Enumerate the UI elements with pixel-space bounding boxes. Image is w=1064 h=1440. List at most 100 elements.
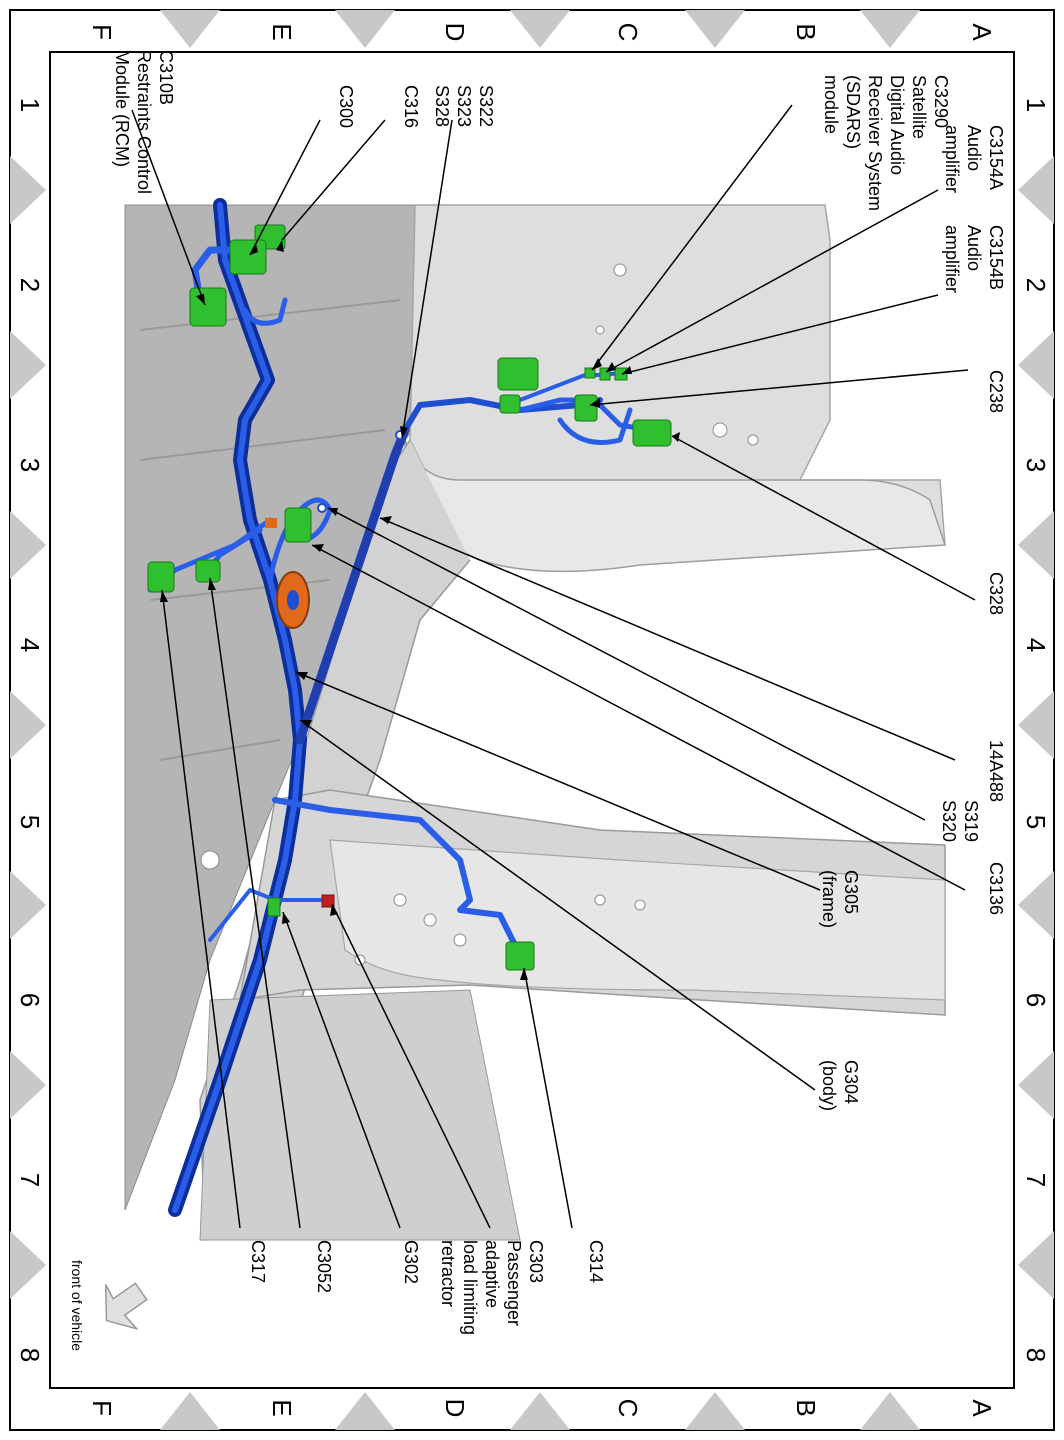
callout-c310b: C310BRestraints ControlModule (RCM): [112, 50, 176, 194]
callout-line: amplifier: [942, 125, 962, 193]
callout-c3154a: C3154AAudioamplifier: [942, 125, 1006, 193]
border-triangle: [860, 1392, 920, 1430]
border-triangle: [1018, 1231, 1054, 1299]
splice-s319: [317, 503, 327, 513]
callout-line: G305: [841, 870, 861, 914]
callout-c328: C328: [986, 572, 1006, 615]
border-triangle: [10, 1231, 46, 1299]
callout-text: C3154BAudioamplifier: [942, 225, 1006, 293]
border-triangle: [335, 10, 395, 48]
callout-line: (body): [819, 1060, 839, 1111]
callout-c317: C317: [248, 1240, 268, 1283]
grid-col-label: 7: [1021, 1173, 1051, 1187]
callout-line: (frame): [819, 870, 839, 928]
callout-text: G302: [401, 1240, 421, 1284]
callout-line: (SDARS): [843, 75, 863, 149]
grid-col-label: 4: [1021, 638, 1051, 652]
connector-c314: [505, 941, 535, 971]
callout-line: G304: [841, 1060, 861, 1104]
callout-line: C3290: [931, 75, 951, 128]
callout-line: load limiting: [460, 1240, 480, 1335]
callout-text: C3290SatelliteDigital AudioReceiver Syst…: [821, 75, 951, 211]
callout-line: S323: [454, 85, 474, 127]
grid-col-label: 7: [15, 1173, 45, 1187]
grid-row-label: C: [613, 1399, 643, 1418]
callout-s322: S322S323S328: [432, 85, 496, 127]
grid-row-label: D: [440, 1399, 470, 1418]
callout-w14a488: 14A488: [986, 740, 1006, 802]
border-triangle: [335, 1392, 395, 1430]
callout-line: C317: [248, 1240, 268, 1283]
connector-c303: [321, 894, 335, 908]
callout-c316: C316: [401, 85, 421, 128]
border-triangle: [10, 156, 46, 224]
vehicle-body-illustration: [124, 204, 947, 1241]
callout-text: C238: [986, 370, 1006, 413]
branch-g302: [208, 888, 322, 942]
callout-c3052: C3052: [314, 1240, 334, 1293]
connector-g302: [267, 897, 281, 917]
callout-text: C310BRestraints ControlModule (RCM): [112, 50, 176, 194]
grid-col-label: 5: [1021, 815, 1051, 829]
callout-c303: C303Passengeradaptiveload limitingretrac…: [438, 1240, 546, 1335]
callout-line: 14A488: [986, 740, 1006, 802]
front-of-vehicle-label: front of vehicle: [69, 1260, 85, 1351]
callout-g302: G302: [401, 1240, 421, 1284]
callout-text: S322S323S328: [432, 85, 496, 127]
grid-row-label: D: [440, 23, 470, 42]
callout-line: C3136: [986, 862, 1006, 915]
connector-c3290: [584, 367, 596, 379]
stamping-holes: [200, 263, 759, 966]
callout-text: G304(body): [819, 1060, 861, 1111]
callout-c3290: C3290SatelliteDigital AudioReceiver Syst…: [821, 75, 951, 211]
callout-text: S319S320: [939, 800, 981, 842]
callout-text: C328: [986, 572, 1006, 615]
border-triangle: [1018, 871, 1054, 939]
callout-g305: G305(frame): [819, 870, 861, 928]
grid-row-label: B: [791, 23, 821, 40]
border-triangle: [10, 871, 46, 939]
grid-row-label: C: [613, 23, 643, 42]
grid-row-label: A: [967, 1399, 997, 1417]
callout-text: 14A488: [986, 740, 1006, 802]
callout-line: Audio: [964, 125, 984, 171]
connector-c3154a: [599, 367, 611, 381]
ground-terminal-g305-hole: [287, 590, 299, 610]
callout-line: Digital Audio: [887, 75, 907, 175]
grid-labels-bottom: A B C D E F: [87, 1399, 997, 1418]
border-triangle: [510, 10, 570, 48]
callout-line: C238: [986, 370, 1006, 413]
border-triangle: [10, 1051, 46, 1119]
callout-line: G302: [401, 1240, 421, 1284]
border-triangle: [860, 10, 920, 48]
callout-line: S319: [961, 800, 981, 842]
grid-col-label: 3: [1021, 458, 1051, 472]
border-triangle: [510, 1392, 570, 1430]
c-pillar-inner-opening: [329, 839, 946, 1001]
grid-col-label: 6: [15, 993, 45, 1007]
border-triangle: [1018, 331, 1054, 399]
callout-text: C300: [336, 85, 356, 128]
callout-c300: C300: [336, 85, 356, 128]
callout-text: C317: [248, 1240, 268, 1283]
grid-col-label: 1: [15, 98, 45, 112]
connector-c238: [574, 394, 598, 422]
callout-line: Satellite: [909, 75, 929, 139]
callout-c314: C314: [586, 1240, 606, 1283]
callout-line: retractor: [438, 1240, 458, 1307]
callout-line: C310B: [156, 50, 176, 105]
callout-line: S320: [939, 800, 959, 842]
callout-text: C3154AAudioamplifier: [942, 125, 1006, 193]
leader-lines: [131, 104, 976, 1229]
connector-c317: [147, 561, 175, 593]
connector-c328: [632, 419, 672, 447]
border-triangle: [1018, 156, 1054, 224]
grid-labels-left: 1 2 3 4 5 6 7 8: [15, 98, 45, 1362]
grid-col-label: 8: [15, 1348, 45, 1362]
callout-line: C3154A: [986, 125, 1006, 190]
front-arrow-icon: [104, 1282, 148, 1331]
rear-floor-section: [199, 989, 521, 1241]
callout-text: G305(frame): [819, 870, 861, 928]
callout-s319: S319S320: [939, 800, 981, 842]
